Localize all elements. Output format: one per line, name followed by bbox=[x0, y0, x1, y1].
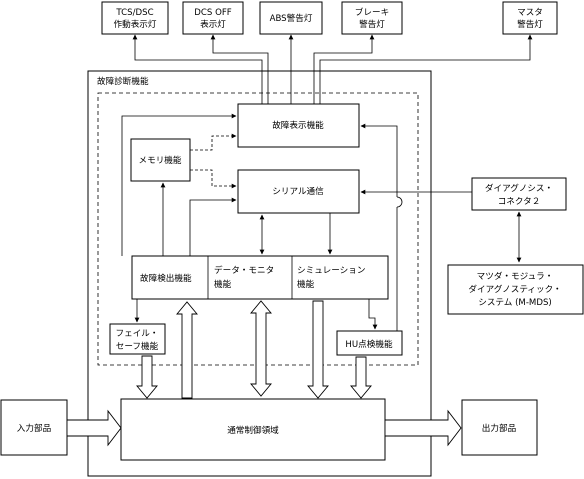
normal-control-label: 通常制御領域 bbox=[227, 424, 279, 436]
master-warning-lamp-line2: 警告灯 bbox=[517, 18, 543, 30]
failsafe-box: フェイル・ セーフ機能 bbox=[109, 323, 166, 355]
dcs-off-lamp: DCS OFF 表示灯 bbox=[182, 1, 244, 35]
diagnosis-connector-line1: ダイアグノシス・ bbox=[485, 182, 553, 194]
simulation-line2: 機能 bbox=[297, 278, 315, 290]
mmds-line1: マツダ・モジュラ・ bbox=[477, 270, 554, 282]
output-arrow bbox=[384, 409, 462, 447]
memory-links bbox=[190, 133, 237, 189]
failsafe-line2: セーフ機能 bbox=[116, 340, 159, 352]
memory-box: メモリ機能 bbox=[130, 138, 191, 182]
brake-warning-lamp-line1: ブレーキ bbox=[355, 6, 389, 18]
dcs-off-lamp-line2: 表示灯 bbox=[200, 18, 226, 30]
output-parts-box: 出力部品 bbox=[461, 399, 538, 456]
data-monitor-line2: 機能 bbox=[214, 278, 232, 290]
input-parts-box: 入力部品 bbox=[0, 399, 68, 456]
simulation-line1: シミュレーション bbox=[297, 266, 365, 276]
brake-warning-lamp: ブレーキ 警告灯 bbox=[341, 1, 403, 35]
tcs-dsc-lamp: TCS/DSC 作動表示灯 bbox=[101, 1, 169, 35]
fault-display-label: 故障表示機能 bbox=[272, 119, 324, 131]
abs-warning-lamp-label: ABS警告灯 bbox=[270, 12, 313, 24]
fault-detect-label: 故障検出機能 bbox=[140, 272, 192, 284]
hu-check-box: HU点検機能 bbox=[336, 330, 403, 356]
master-warning-lamp-line1: マスタ bbox=[517, 7, 543, 18]
output-parts-label: 出力部品 bbox=[482, 422, 516, 434]
abs-warning-lamp: ABS警告灯 bbox=[259, 1, 323, 35]
tcs-dsc-lamp-line1: TCS/DSC bbox=[115, 8, 153, 18]
normal-control-box: 通常制御領域 bbox=[120, 398, 386, 461]
input-parts-label: 入力部品 bbox=[17, 422, 51, 434]
function-group-box: 故障検出機能 データ・モニタ 機能 シミュレーション 機能 bbox=[131, 255, 389, 300]
serial-comm-label: シリアル通信 bbox=[272, 185, 324, 197]
brake-warning-lamp-line2: 警告灯 bbox=[359, 18, 385, 30]
fault-display-box: 故障表示機能 bbox=[237, 103, 360, 148]
hollow-arrows bbox=[136, 300, 372, 399]
failsafe-line1: フェイル・ bbox=[116, 329, 159, 339]
ecu-frame bbox=[87, 70, 432, 477]
tcs-dsc-lamp-line2: 作動表示灯 bbox=[114, 18, 157, 30]
diagnosis-connector-box: ダイアグノシス・ コネクタ２ bbox=[471, 177, 567, 211]
master-warning-lamp: マスタ 警告灯 bbox=[502, 1, 558, 35]
memory-label: メモリ機能 bbox=[139, 154, 182, 166]
mmds-line3: システム (M-MDS) bbox=[478, 297, 552, 308]
input-arrow bbox=[66, 409, 122, 447]
internal-lines bbox=[121, 113, 403, 331]
diagnosis-connector-line2: コネクタ２ bbox=[498, 196, 541, 207]
dcs-off-lamp-line1: DCS OFF bbox=[194, 8, 232, 18]
serial-comm-box: シリアル通信 bbox=[237, 169, 360, 214]
mmds-box: マツダ・モジュラ・ ダイアグノスティック・ システム (M-MDS) bbox=[447, 264, 584, 315]
hu-check-label: HU点検機能 bbox=[345, 338, 393, 350]
mmds-line2: ダイアグノスティック・ bbox=[468, 283, 561, 295]
diagnosis-title: 故障診断機能 bbox=[97, 75, 149, 87]
lamp-connection-lines bbox=[132, 34, 533, 104]
data-monitor-line1: データ・モニタ bbox=[214, 264, 274, 276]
